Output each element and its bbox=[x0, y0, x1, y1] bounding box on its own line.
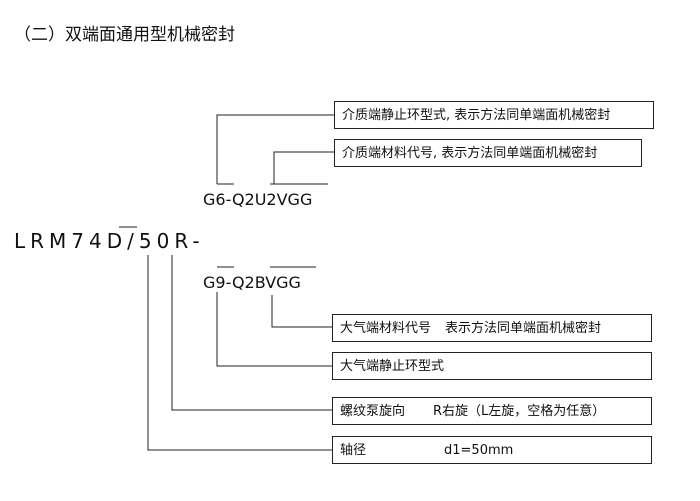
box-outer-material-label: 大气端材料代号 bbox=[340, 320, 432, 336]
box-pump-label: 螺纹泵旋向 bbox=[340, 403, 406, 419]
box-inner-material-text: 介质端材料代号, 表示方法同单端面机械密封 bbox=[342, 145, 598, 161]
line-pump-direction bbox=[171, 255, 332, 411]
box-inner-static-ring-text: 介质端静止环型式, 表示方法同单端面机械密封 bbox=[342, 107, 611, 123]
box-outer-material: 大气端材料代号 表示方法同单端面机械密封 bbox=[332, 314, 652, 342]
line-outer-static-ring bbox=[216, 292, 332, 367]
box-outer-static-ring: 大气端静止环型式 bbox=[332, 352, 652, 380]
line-inner-static-ring bbox=[216, 114, 334, 184]
inner-seal-code: G6-Q2U2VGG bbox=[203, 190, 313, 209]
line-outer-material bbox=[271, 295, 332, 328]
box-outer-material-desc: 表示方法同单端面机械密封 bbox=[445, 320, 602, 336]
line-shaft bbox=[147, 255, 332, 451]
box-pump-desc: R右旋（L左旋，空格为任意） bbox=[433, 403, 606, 419]
box-inner-material: 介质端材料代号, 表示方法同单端面机械密封 bbox=[334, 139, 642, 167]
model-code: LRM74D/50R- bbox=[14, 229, 205, 253]
box-pump-direction: 螺纹泵旋向 R右旋（L左旋，空格为任意） bbox=[332, 397, 652, 425]
box-shaft-label: 轴径 bbox=[340, 442, 367, 458]
box-shaft-diameter: 轴径 d1=50mm bbox=[332, 436, 652, 464]
box-shaft-value: d1=50mm bbox=[444, 442, 514, 458]
outer-seal-code: G9-Q2BVGG bbox=[203, 273, 301, 292]
page-title: （二）双端面通用型机械密封 bbox=[14, 25, 235, 45]
box-outer-static-ring-text: 大气端静止环型式 bbox=[340, 358, 445, 374]
line-inner-material bbox=[273, 151, 334, 184]
box-inner-static-ring: 介质端静止环型式, 表示方法同单端面机械密封 bbox=[334, 101, 654, 129]
